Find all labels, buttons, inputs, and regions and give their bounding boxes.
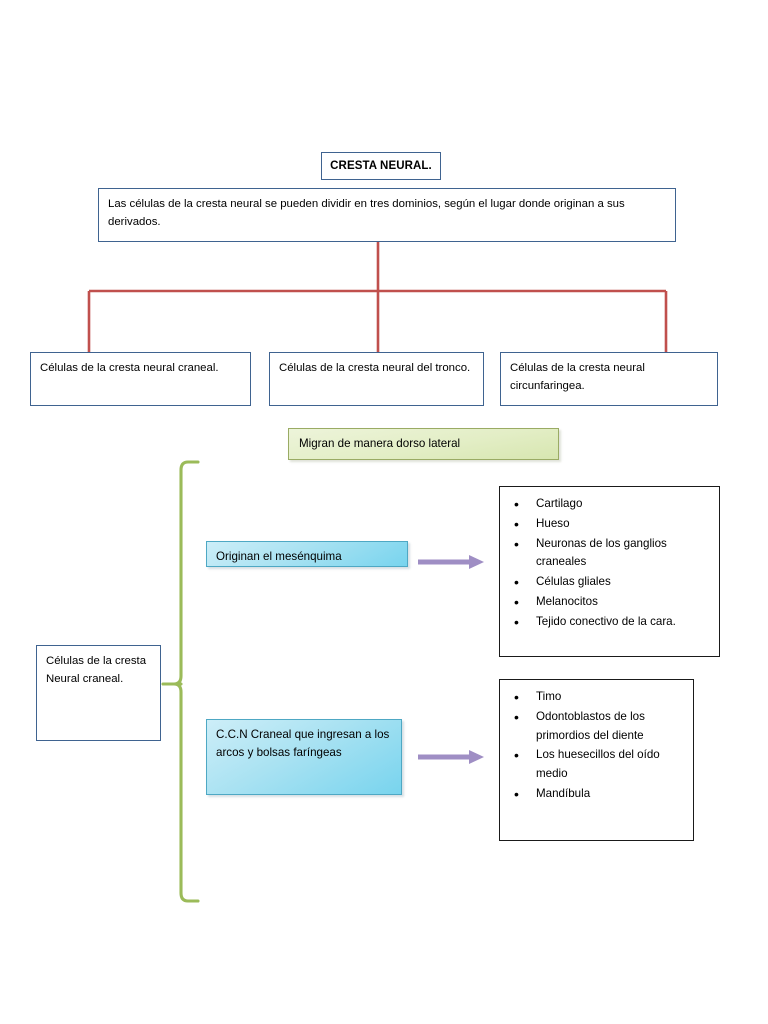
list-item: Mandíbula (514, 784, 687, 805)
list-item: Melanocitos (514, 592, 713, 613)
domain-box-circumpharyngeal: Células de la cresta neural circunfaring… (500, 352, 718, 406)
migration-note-box: Migran de manera dorso lateral (288, 428, 559, 460)
branch-label-ccn-craneal: C.C.N Craneal que ingresan a los arcos y… (206, 719, 402, 795)
list-item: Neuronas de los ganglios craneales (514, 534, 713, 573)
list-item: Células gliales (514, 572, 713, 593)
left-group-box: Células de la cresta Neural craneal. (36, 645, 161, 741)
list-item: Cartilago (514, 494, 713, 515)
red-tree-connector (87, 242, 668, 352)
list-item: Tejido conectivo de la cara. (514, 612, 713, 633)
derivatives-list-mesenquima: Cartilago Hueso Neuronas de los ganglios… (500, 487, 719, 638)
list-item: Timo (514, 687, 687, 708)
list-item: Los huesecillos del oído medio (514, 745, 687, 784)
domain-box-trunk: Células de la cresta neural del tronco. (269, 352, 484, 406)
list-item: Odontoblastos de los primordios del dien… (514, 707, 687, 746)
purple-arrow-ccn-craneal (418, 750, 484, 764)
green-bracket-icon (161, 460, 200, 903)
list-item: Hueso (514, 514, 713, 535)
derivatives-box-ccn-craneal: Timo Odontoblastos de los primordios del… (499, 679, 694, 841)
domain-box-cranial: Células de la cresta neural craneal. (30, 352, 251, 406)
derivatives-box-mesenquima: Cartilago Hueso Neuronas de los ganglios… (499, 486, 720, 657)
derivatives-list-ccn-craneal: Timo Odontoblastos de los primordios del… (500, 680, 693, 811)
purple-arrow-mesenquima (418, 555, 484, 569)
branch-label-mesenquima: Originan el mesénquima (206, 541, 408, 567)
intro-box: Las células de la cresta neural se puede… (98, 188, 676, 242)
page-title: CRESTA NEURAL. (321, 152, 441, 180)
